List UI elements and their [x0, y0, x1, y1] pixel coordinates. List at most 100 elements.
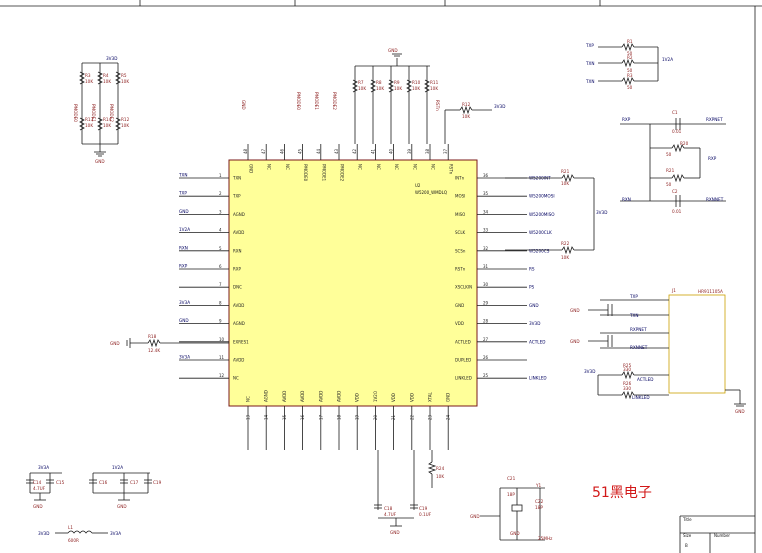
svg-text:R10: R10 — [412, 80, 421, 85]
chip-pin-name: GND — [446, 393, 451, 402]
chip-pin-number: 39 — [407, 148, 412, 154]
svg-text:RXNNET: RXNNET — [706, 197, 724, 202]
chip-pin-name: NC — [431, 164, 436, 170]
svg-text:3V3D: 3V3D — [584, 369, 595, 374]
watermark: 51黑电子 — [592, 485, 652, 501]
chip-pin-name: AVDD — [233, 303, 244, 308]
chip-pin-name: DNC — [233, 285, 242, 290]
resistor-r20 — [671, 143, 685, 153]
chip-pin-number: 8 — [219, 300, 222, 305]
svg-text:R4: R4 — [103, 73, 109, 78]
svg-text:3V3D: 3V3D — [596, 210, 607, 215]
svg-text:C16: C16 — [99, 480, 108, 485]
svg-text:RSTn: RSTn — [435, 100, 440, 111]
chip-pin-net: W5200MISO — [529, 212, 555, 217]
svg-text:330: 330 — [623, 367, 631, 372]
chip-pin-name: RXN — [233, 248, 242, 253]
svg-text:R25: R25 — [623, 363, 632, 368]
svg-text:PMODE1: PMODE1 — [314, 92, 319, 110]
chip-pin-number: 3 — [219, 209, 222, 214]
chip-pin-net: RXP — [179, 264, 188, 269]
chip-pin-net: 3V3D — [529, 321, 540, 326]
w5200-chip-body — [228, 159, 478, 407]
svg-text:Title: Title — [682, 517, 692, 522]
svg-text:10K: 10K — [358, 86, 366, 91]
chip-pin-number: 37 — [443, 148, 448, 154]
chip-pin-number: 11 — [219, 355, 225, 360]
inductor-l1 — [67, 530, 93, 534]
svg-text:10K: 10K — [121, 79, 129, 84]
svg-text:R21: R21 — [561, 169, 570, 174]
svg-text:GND: GND — [390, 530, 400, 535]
svg-text:PMODE0: PMODE0 — [296, 92, 301, 110]
chip-pin-name: PMODE2 — [340, 164, 345, 182]
chip-pin-number: 9 — [219, 319, 222, 324]
chip-pin-number: 31 — [483, 264, 489, 269]
chip-pin-net: LINKLED — [529, 376, 547, 381]
svg-text:10K: 10K — [412, 86, 420, 91]
resistor-r22 — [561, 245, 575, 255]
svg-text:10K: 10K — [561, 181, 569, 186]
svg-text:10K: 10K — [103, 123, 111, 128]
chip-pin-number: 23 — [428, 414, 433, 420]
chip-pin-number: 19 — [355, 414, 360, 420]
svg-text:50: 50 — [666, 182, 672, 187]
chip-pin-number: 7 — [219, 282, 222, 287]
svg-text:R5: R5 — [121, 73, 127, 78]
svg-text:R26: R26 — [623, 381, 632, 386]
svg-text:C18: C18 — [384, 506, 393, 511]
chip-pin-number: 15 — [282, 414, 287, 420]
chip-pin-number: 22 — [409, 414, 414, 420]
chip-pin-number: 35 — [483, 191, 489, 196]
svg-text:4.7UF: 4.7UF — [33, 486, 46, 491]
resistor-r4 — [97, 71, 103, 85]
svg-text:50: 50 — [627, 85, 633, 90]
svg-text:RXPNET: RXPNET — [630, 327, 647, 332]
chip-pin-name: PMODE0 — [303, 164, 308, 182]
chip-pin-number: 41 — [370, 148, 375, 154]
svg-text:Number: Number — [714, 533, 730, 538]
svg-text:TXN: TXN — [629, 313, 639, 318]
resistor-r11 — [424, 79, 430, 93]
resistor-r24 — [427, 461, 437, 475]
chip-pin-name: NC — [394, 164, 399, 170]
decoupling-caps: 3V3A C14 4.7UF C15 GND 1V2A C16 C17 C19 … — [26, 465, 162, 543]
chip-pin-net: W5200CS — [529, 248, 550, 253]
chip-pin-name: INTn — [455, 176, 465, 181]
svg-text:18P: 18P — [535, 505, 543, 510]
svg-text:GND: GND — [241, 100, 246, 110]
spi-pullups: R21 10K R22 10K 3V3D — [505, 169, 607, 260]
chip-pin-name: AGND — [264, 390, 269, 402]
resistor-r12 — [115, 117, 121, 131]
svg-text:PMODE2: PMODE2 — [109, 104, 114, 122]
rj45-outline — [668, 294, 726, 394]
chip-pin-name: ACTLED — [455, 339, 471, 344]
chip-pin-name: MOSI — [455, 194, 465, 199]
svg-text:10K: 10K — [103, 79, 111, 84]
chip-vdd-caps: GND C18 4.7UF C19 0.1UF R24 10K — [374, 450, 445, 535]
svg-text:10K: 10K — [376, 86, 384, 91]
chip-pin-name: AVDD — [337, 391, 342, 402]
resistor-r9 — [388, 79, 394, 93]
svg-text:Size: Size — [683, 533, 692, 538]
svg-text:R18: R18 — [148, 334, 157, 339]
svg-text:10K: 10K — [394, 86, 402, 91]
svg-text:R7: R7 — [358, 80, 364, 85]
svg-text:3V3D: 3V3D — [494, 104, 505, 109]
chip-pin-name: TXN — [232, 176, 241, 181]
svg-text:0.1UF: 0.1UF — [419, 512, 432, 517]
svg-text:R9: R9 — [394, 80, 400, 85]
chip-pin-net: GND — [179, 318, 189, 323]
chip-pin-name: EXRES1 — [233, 339, 249, 344]
chip-pin-name: RSTn — [455, 267, 466, 272]
svg-text:10K: 10K — [121, 123, 129, 128]
title-block: Title Size Number B — [679, 515, 755, 553]
svg-text:GND: GND — [470, 514, 480, 519]
chip-pin-net: RXN — [179, 245, 188, 250]
chip-pin-number: 46 — [279, 148, 284, 154]
svg-text:R2: R2 — [627, 55, 633, 60]
resistor-r21 — [561, 173, 575, 183]
chip-pin-name: 1V2O — [373, 391, 378, 402]
svg-text:GND: GND — [735, 409, 745, 414]
